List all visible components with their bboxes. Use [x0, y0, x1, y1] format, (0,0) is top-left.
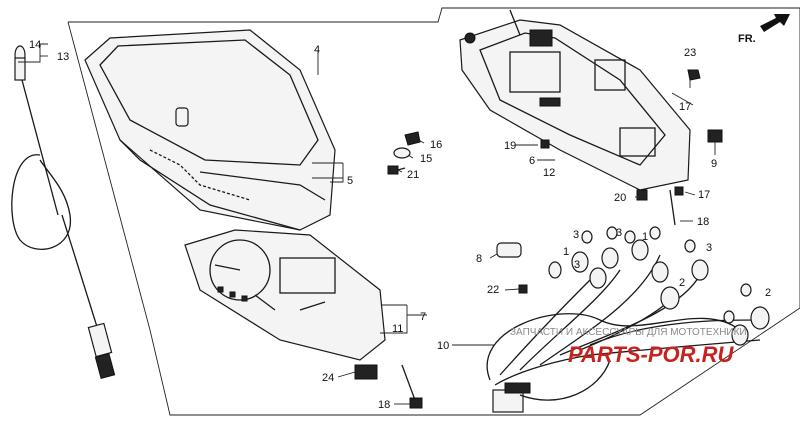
callout-15: 15 — [420, 153, 432, 165]
callout-24: 24 — [322, 372, 334, 384]
meter-cover — [84, 29, 336, 231]
callout-17-lower: 17 — [698, 189, 710, 201]
front-direction-label: FR. — [738, 33, 756, 45]
callout-3-d: 3 — [574, 259, 580, 271]
callout-8: 8 — [476, 253, 482, 265]
callout-9: 9 — [711, 158, 717, 170]
callout-21: 21 — [407, 169, 419, 181]
callout-19: 19 — [504, 140, 516, 152]
callout-11: 11 — [392, 323, 403, 335]
callout-20: 20 — [614, 192, 626, 204]
meter-case — [459, 9, 691, 191]
callout-22: 22 — [487, 284, 499, 296]
watermark-text: ЗАПЧАСТИ И АКСЕССУАРЫ ДЛЯ МОТОТЕХНИКИ — [510, 327, 747, 338]
callout-1-a: 1 — [642, 231, 648, 243]
watermark: ЗАПЧАСТИ И АКСЕССУАРЫ ДЛЯ МОТОТЕХНИКИ PA… — [510, 327, 747, 367]
watermark-logo: PARTS-POR.RU — [568, 342, 735, 367]
fasteners-middle — [387, 131, 421, 175]
callout-23: 23 — [684, 47, 696, 59]
callout-14: 14 — [29, 39, 41, 51]
callout-17-upper: 17 — [679, 101, 691, 113]
meter-faceplate — [184, 229, 386, 361]
callout-7: 7 — [420, 311, 426, 323]
assembly-outline — [67, 7, 800, 416]
callout-5: 5 — [347, 175, 353, 187]
callout-4: 4 — [314, 44, 320, 56]
callout-3-b: 3 — [616, 227, 622, 239]
callout-18-lower: 18 — [378, 399, 390, 411]
callout-16: 16 — [430, 139, 442, 151]
callout-2-b: 2 — [765, 287, 771, 299]
callout-6: 6 — [529, 155, 535, 167]
callout-1-b: 1 — [563, 246, 569, 258]
callout-13: 13 — [57, 51, 69, 63]
callout-labels: 14 13 4 5 7 11 10 24 18 16 15 21 19 6 12… — [29, 39, 771, 411]
callout-18-upper: 18 — [697, 216, 709, 228]
callout-3-a: 3 — [573, 229, 579, 241]
fasteners-right — [540, 69, 723, 226]
front-direction-arrow: FR. — [738, 14, 790, 45]
bulb-sockets — [548, 239, 770, 346]
callout-3-c: 3 — [706, 242, 712, 254]
callout-2-a: 2 — [679, 277, 685, 289]
callout-12: 12 — [543, 167, 555, 179]
speedometer-cable — [11, 45, 116, 380]
leader-lines — [18, 43, 716, 405]
callout-10: 10 — [437, 340, 449, 352]
small-bulbs — [496, 226, 752, 324]
